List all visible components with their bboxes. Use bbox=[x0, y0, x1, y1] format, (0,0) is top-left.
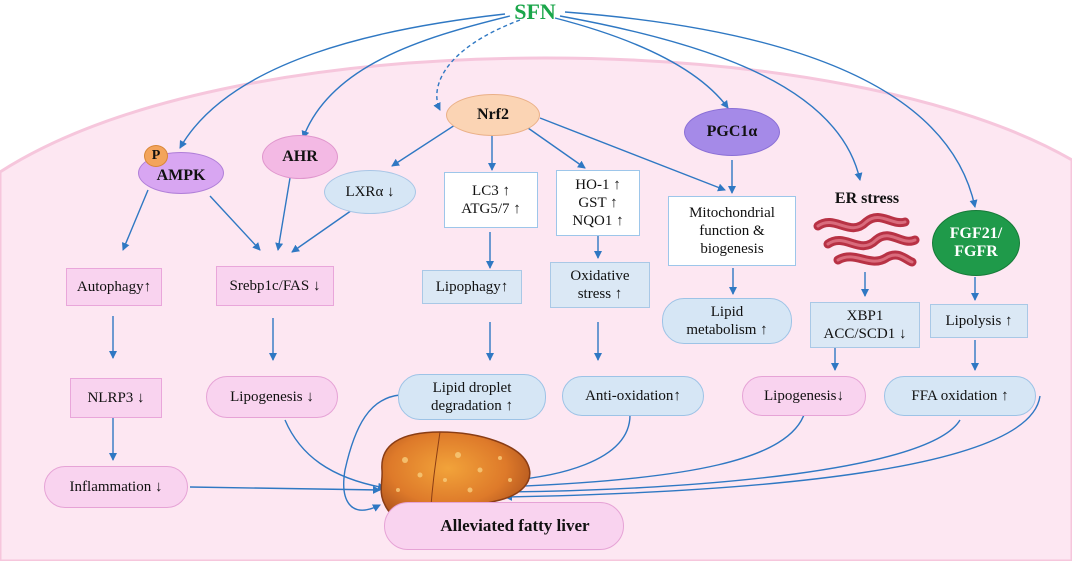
autophagy-box: Autophagy↑ bbox=[66, 268, 162, 306]
arrow-lipogenesis-r-liver bbox=[499, 411, 806, 491]
arrow-lipolysis-liver bbox=[504, 395, 1041, 501]
lipogenesis-right-pill: Lipogenesis↓ bbox=[742, 376, 866, 416]
arrow-nrf2-lxr bbox=[391, 124, 456, 167]
oxidative-stress-box: Oxidative stress ↑ bbox=[550, 262, 650, 308]
xbp1-box: XBP1 ACC/SCD1 ↓ bbox=[810, 302, 920, 348]
antioxidation-pill: Anti-oxidation↑ bbox=[562, 376, 704, 416]
arrow-sfn-ahr bbox=[301, 15, 511, 139]
arrow-sfn-pgc bbox=[554, 17, 729, 109]
arrow-inflammation-liver bbox=[189, 485, 381, 494]
arrow-lxr-srebp bbox=[291, 207, 356, 253]
lxra-ellipse: LXRα ↓ bbox=[324, 170, 416, 214]
lipogenesis-left-pill: Lipogenesis ↓ bbox=[206, 376, 338, 418]
sfn-label: SFN bbox=[514, 0, 556, 24]
ho1-gst-nqo1-box: HO-1 ↑ GST ↑ NQO1 ↑ bbox=[556, 170, 640, 236]
arrow-sfn-ampk bbox=[179, 13, 506, 149]
pgc1a-ellipse: PGC1α bbox=[684, 108, 780, 156]
arrow-ahr-srebp bbox=[275, 177, 291, 251]
arrow-droplet-liver bbox=[343, 394, 401, 512]
lipolysis-box: Lipolysis ↑ bbox=[930, 304, 1028, 338]
phospho-badge: P bbox=[144, 145, 168, 167]
arrow-ampk-srebp bbox=[209, 195, 261, 251]
fgf21-ellipse: FGF21/ FGFR bbox=[932, 210, 1020, 276]
arrow-ffa-liver bbox=[504, 419, 961, 496]
lipid-metabolism-pill: Lipid metabolism ↑ bbox=[662, 298, 792, 344]
er-stress-label: ER stress bbox=[834, 190, 900, 208]
lc3-atg-box: LC3 ↑ ATG5/7 ↑ bbox=[444, 172, 538, 228]
arrow-sfn-er bbox=[559, 15, 863, 181]
srebp-box: Srebp1c/FAS ↓ bbox=[216, 266, 334, 306]
arrow-ampk-autophagy bbox=[122, 189, 149, 251]
nrf2-ellipse: Nrf2 bbox=[446, 94, 540, 136]
arrow-sfn-fgf bbox=[564, 11, 978, 208]
arrow-lipogenesis-liver bbox=[284, 419, 386, 491]
ffa-oxidation-pill: FFA oxidation ↑ bbox=[884, 376, 1036, 416]
arrow-nrf2-ho1 bbox=[527, 127, 586, 169]
lipid-droplet-pill: Lipid droplet degradation ↑ bbox=[398, 374, 546, 420]
ampk-ellipse: AMPK bbox=[138, 152, 224, 194]
ampk-label: AMPK bbox=[156, 167, 206, 185]
nlrp3-box: NLRP3 ↓ bbox=[70, 378, 162, 418]
lipophagy-box: Lipophagy↑ bbox=[422, 270, 522, 304]
inflammation-pill: Inflammation ↓ bbox=[44, 466, 188, 508]
alleviated-fatty-liver-pill: Alleviated fatty liver bbox=[384, 502, 624, 550]
mitochondrial-box: Mitochondrial function & biogenesis bbox=[668, 196, 796, 266]
cell-membrane bbox=[0, 56, 1072, 561]
ahr-ellipse: AHR bbox=[262, 135, 338, 179]
arrow-nrf2-mito bbox=[539, 117, 726, 192]
